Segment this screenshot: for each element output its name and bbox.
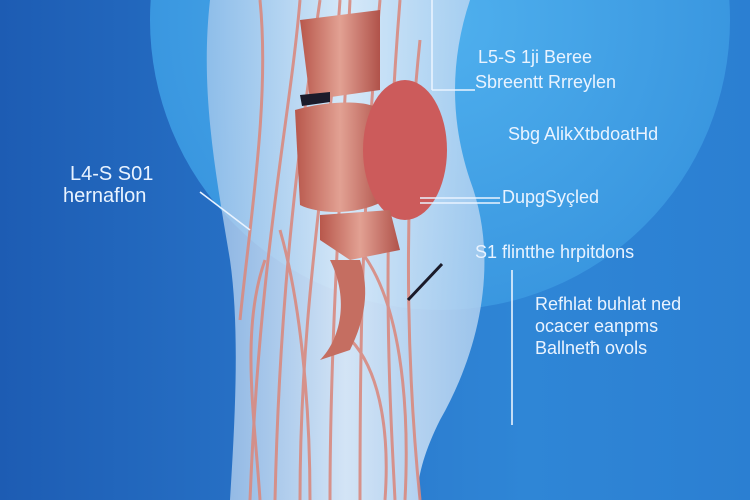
label-dupg: DupgSyçled [502,187,600,207]
label-l4-title: L4-S S01 [70,163,154,185]
label-s1: S1 flintthe hrpitdons [475,242,635,262]
label-sbg: Sbg AlikXtbdoatHd [508,124,659,144]
vertebrae [295,10,447,360]
label-l5-title: L5-S 1ji Beree [478,47,593,67]
label-paragraph-line-2: ocacer eanpms [535,316,659,336]
leader-lines [199,0,513,425]
label-l4-subtitle: hernaflon [63,185,147,207]
label-paragraph-line-3: Ballnetħ ovols [535,338,648,358]
label-paragraph-line-1: Refhlat buhlat ned [535,294,682,314]
label-l5-subtitle: Sbreentt Rrreylen [475,72,617,92]
